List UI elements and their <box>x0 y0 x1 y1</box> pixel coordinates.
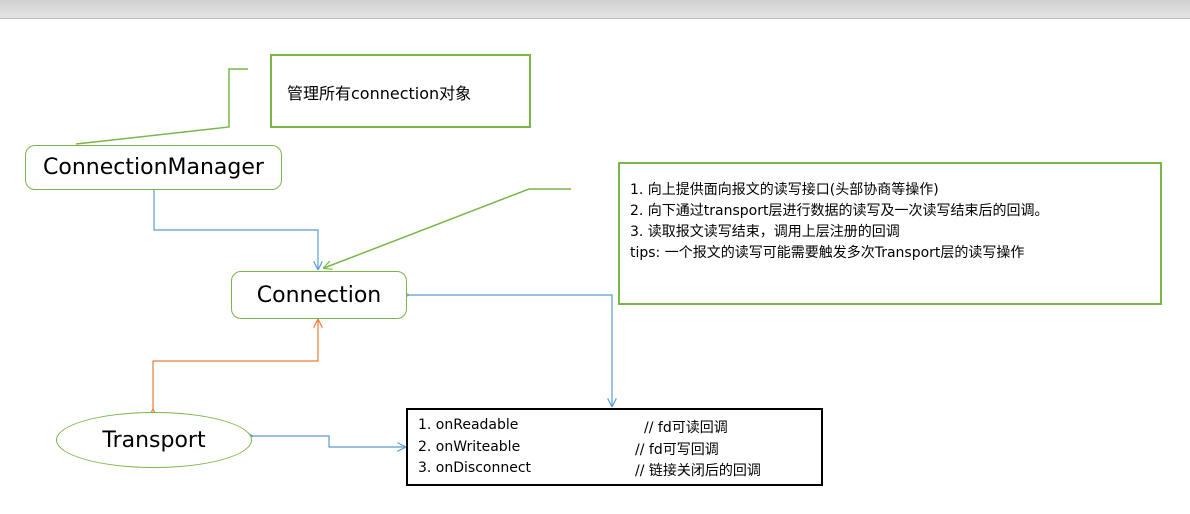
callback-comment: // fd可写回调 <box>635 442 719 458</box>
connection-manager-node: ConnectionManager <box>25 145 282 190</box>
connection-manager-label: ConnectionManager <box>43 155 264 180</box>
manager-note: 管理所有connection对象 <box>270 54 531 128</box>
manager-note-text: 管理所有connection对象 <box>287 84 472 103</box>
transport-label: Transport <box>102 427 206 453</box>
connection-note-tips: tips: 一个报文的读写可能需要触发多次Transport层的读写操作 <box>630 245 1025 261</box>
callback-comment: // 链接关闭后的回调 <box>635 463 761 479</box>
callback-name: 3. onDisconnect <box>418 460 532 476</box>
callback-comment: // fd可读回调 <box>644 420 728 436</box>
manager-note-callout <box>75 68 248 145</box>
connection-note-callout <box>324 188 571 268</box>
transport-callbacks-arrow <box>252 436 405 447</box>
window-top-bar <box>0 0 1190 19</box>
connection-note: 1. 向上提供面向报文的读写接口(头部协商等操作) 2. 向下通过transpo… <box>618 162 1162 305</box>
manager-to-connection-arrow <box>153 190 318 269</box>
connection-callbacks-arrow <box>408 295 612 406</box>
connection-note-line-3: 3. 读取报文读写结束，调用上层注册的回调 <box>630 224 900 240</box>
connection-transport-arrow <box>153 320 318 410</box>
callback-name: 1. onReadable <box>418 417 519 433</box>
connection-note-line-2: 2. 向下通过transport层进行数据的读写及一次读写结束后的回调。 <box>630 203 1049 219</box>
callbacks-box: 1. onReadable // fd可读回调 2. onWriteable /… <box>406 408 823 486</box>
connection-node: Connection <box>231 271 407 319</box>
connection-label: Connection <box>256 282 382 308</box>
transport-node: Transport <box>56 412 252 468</box>
callback-name: 2. onWriteable <box>418 439 521 455</box>
connection-note-line-1: 1. 向上提供面向报文的读写接口(头部协商等操作) <box>630 182 939 198</box>
